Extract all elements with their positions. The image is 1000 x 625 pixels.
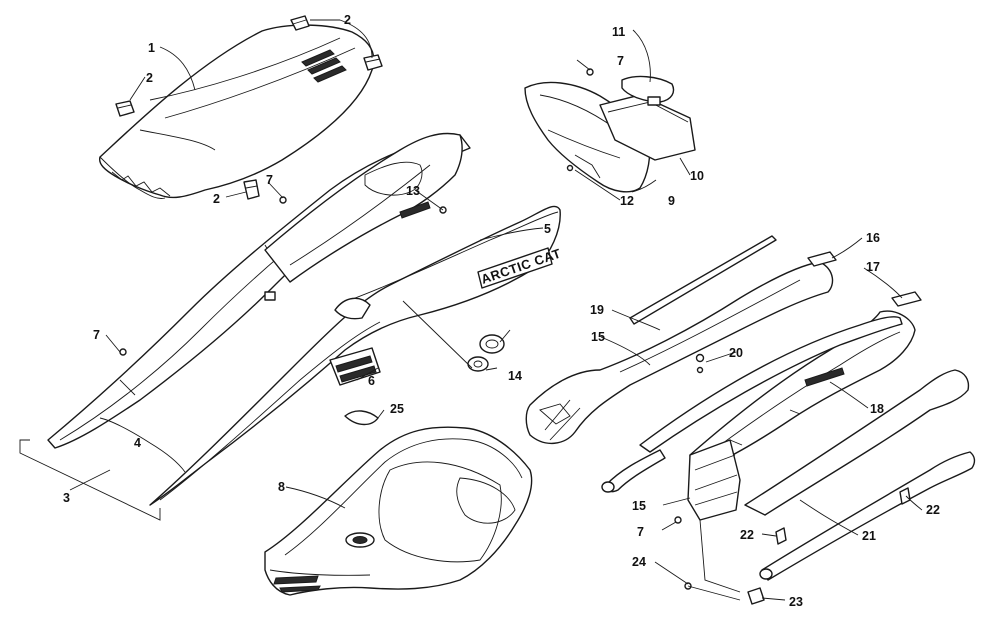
callout-labels: 1 2 2 2 3 4 5 6 7 7 7 7 8 9 10 11 12 13 … bbox=[63, 13, 940, 609]
callout-4: 4 bbox=[134, 436, 141, 450]
callout-7: 7 bbox=[93, 328, 100, 342]
bolt-part bbox=[684, 582, 741, 601]
callout-7: 7 bbox=[637, 525, 644, 539]
callout-13: 13 bbox=[406, 184, 420, 198]
leader-lines bbox=[19, 19, 923, 601]
thin-rail-part bbox=[629, 235, 777, 325]
callout-20: 20 bbox=[729, 346, 743, 360]
callout-3: 3 bbox=[63, 491, 70, 505]
callout-23: 23 bbox=[789, 595, 803, 609]
callout-9: 9 bbox=[668, 194, 675, 208]
callout-15: 15 bbox=[591, 330, 605, 344]
nut-part bbox=[747, 587, 765, 605]
callout-6: 6 bbox=[368, 374, 375, 388]
decal-part bbox=[807, 251, 837, 267]
gas-cap-part bbox=[467, 334, 505, 372]
callout-24: 24 bbox=[632, 555, 646, 569]
screw-part bbox=[119, 68, 682, 524]
clip-part bbox=[290, 15, 310, 31]
tail-light-lens-part bbox=[621, 75, 675, 106]
callout-2: 2 bbox=[146, 71, 153, 85]
callout-11: 11 bbox=[612, 25, 625, 39]
callout-16: 16 bbox=[866, 231, 880, 245]
upper-frame-panel-part bbox=[264, 132, 463, 283]
decal-part bbox=[891, 291, 922, 307]
decal-part bbox=[344, 410, 379, 426]
callout-22: 22 bbox=[926, 503, 940, 517]
lower-bumper-part bbox=[689, 310, 916, 467]
callout-10: 10 bbox=[690, 169, 704, 183]
bumper-end-cap-part bbox=[687, 439, 741, 521]
vent-panel-part bbox=[329, 347, 381, 386]
long-rail-part bbox=[601, 316, 976, 581]
seat-cover-part bbox=[98, 24, 375, 199]
callout-25: 25 bbox=[390, 402, 404, 416]
clip-part bbox=[243, 179, 260, 200]
callout-17: 17 bbox=[866, 260, 880, 274]
clip-part bbox=[363, 54, 383, 71]
callout-21: 21 bbox=[862, 529, 876, 543]
callout-15: 15 bbox=[632, 499, 646, 513]
callout-2: 2 bbox=[344, 13, 351, 27]
callout-2: 2 bbox=[213, 192, 220, 206]
seat-vent-slots bbox=[301, 49, 347, 83]
clip-part bbox=[115, 100, 135, 117]
callout-22: 22 bbox=[740, 528, 754, 542]
callout-8: 8 bbox=[278, 480, 285, 494]
callout-19: 19 bbox=[590, 303, 604, 317]
push-rivet-part bbox=[695, 353, 705, 374]
storage-tub-part bbox=[264, 426, 533, 596]
callout-1: 1 bbox=[148, 41, 155, 55]
callout-12: 12 bbox=[620, 194, 634, 208]
callout-18: 18 bbox=[870, 402, 884, 416]
callout-5: 5 bbox=[544, 222, 551, 236]
clip-fastener-part bbox=[775, 487, 911, 545]
callout-7: 7 bbox=[266, 173, 273, 187]
callout-7: 7 bbox=[617, 54, 624, 68]
callout-14: 14 bbox=[508, 369, 522, 383]
running-board-rail-part bbox=[525, 261, 834, 444]
